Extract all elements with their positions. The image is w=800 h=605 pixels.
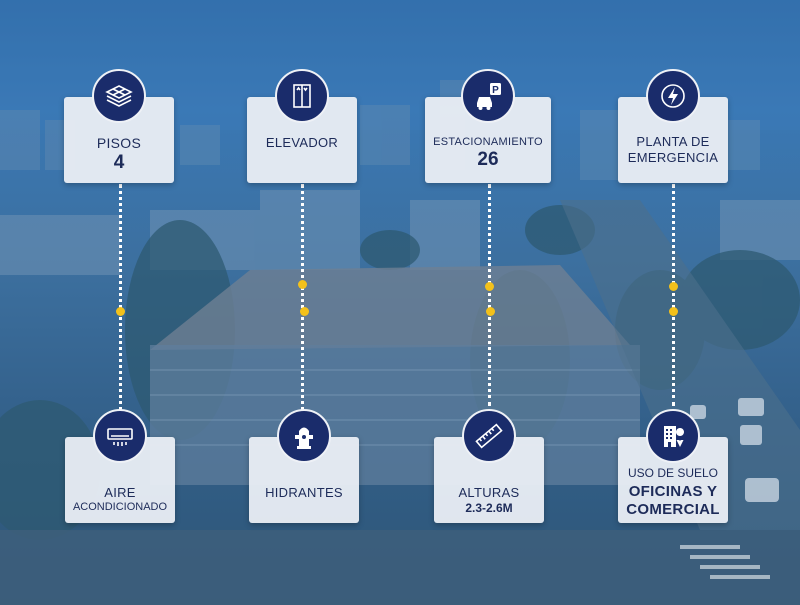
fire-hydrant-icon — [277, 409, 331, 463]
uso-suelo-label: USO DE SUELO — [627, 466, 719, 480]
estacionamiento-value: 26 — [477, 149, 499, 170]
connector-dot — [668, 281, 678, 291]
layers-icon — [92, 69, 146, 123]
alturas-label: ALTURAS — [458, 485, 520, 500]
aire-label-line1: AIRE — [104, 485, 136, 500]
card-pisos: PISOS 4 — [64, 69, 174, 183]
card-elevador: ELEVADOR — [247, 69, 357, 183]
aire-label-line2: ACONDICIONADO — [72, 501, 168, 513]
alturas-value: 2.3-2.6M — [465, 501, 513, 515]
card-aire: AIRE ACONDICIONADO — [65, 409, 175, 523]
connector-dot — [299, 306, 309, 316]
card-uso-suelo: USO DE SUELO OFICINAS Y COMERCIAL — [618, 409, 728, 523]
ruler-icon — [462, 409, 516, 463]
card-hidrantes: HIDRANTES — [249, 409, 359, 523]
hidrantes-label: HIDRANTES — [265, 485, 343, 500]
lightning-icon — [646, 69, 700, 123]
connector-dot — [297, 279, 307, 289]
air-conditioner-icon — [93, 409, 147, 463]
connector-dot — [485, 306, 495, 316]
uso-suelo-value-line1: OFICINAS Y — [628, 483, 718, 500]
connector-dot — [115, 306, 125, 316]
planta-label-line1: PLANTA DE — [636, 134, 710, 149]
building-location-icon — [646, 409, 700, 463]
planta-label-line2: EMERGENCIA — [627, 150, 719, 165]
elevator-icon — [275, 69, 329, 123]
parking-icon: P — [461, 69, 515, 123]
connector-dot — [484, 281, 494, 291]
estacionamiento-label: ESTACIONAMIENTO — [433, 136, 543, 148]
card-estacionamiento: P ESTACIONAMIENTO 26 — [425, 69, 551, 183]
connector-dot — [668, 306, 678, 316]
uso-suelo-value-line2: COMERCIAL — [626, 501, 720, 518]
svg-text:P: P — [492, 85, 499, 96]
pisos-value: 4 — [113, 152, 125, 173]
card-planta: PLANTA DE EMERGENCIA — [618, 69, 728, 183]
pisos-label: PISOS — [96, 135, 142, 151]
connector-line-3 — [488, 184, 491, 406]
card-alturas: ALTURAS 2.3-2.6M — [434, 409, 544, 523]
connector-line-4 — [672, 184, 675, 406]
elevador-label: ELEVADOR — [265, 135, 339, 150]
